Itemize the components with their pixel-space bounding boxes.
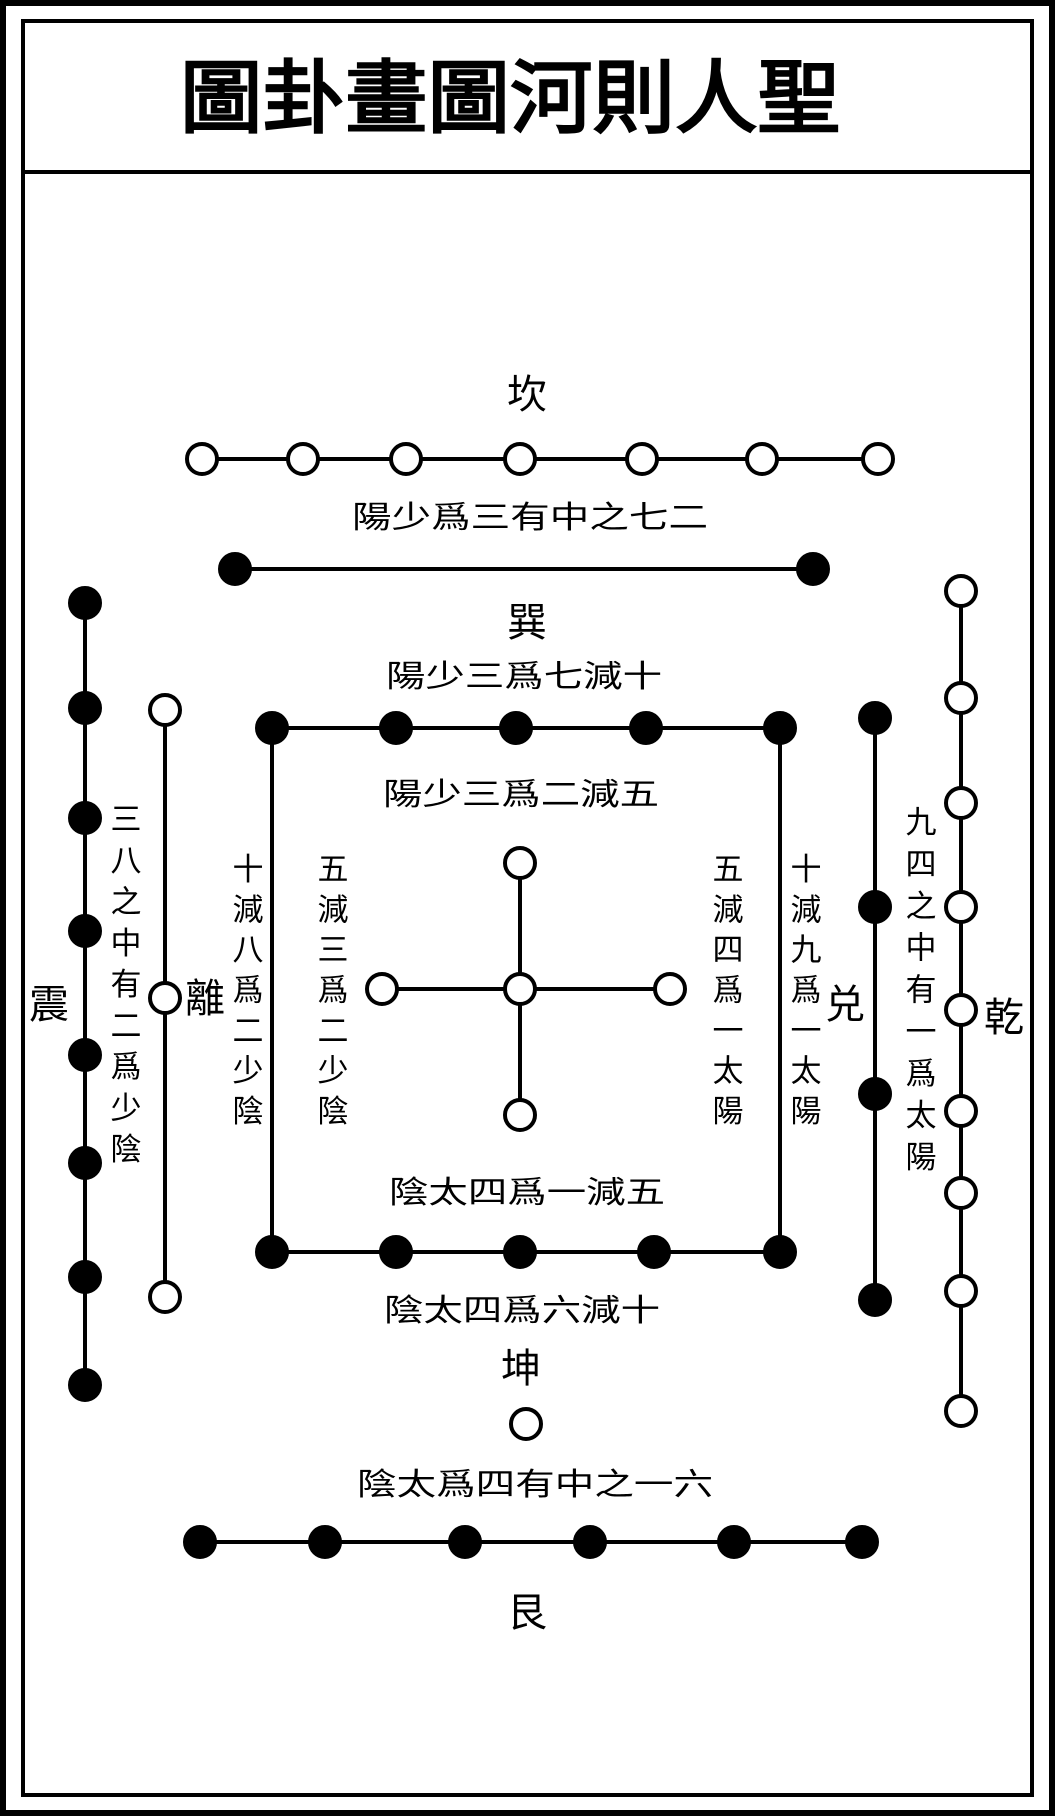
yin-dot — [183, 1525, 217, 1559]
yin-dot — [255, 711, 289, 745]
yang-dot — [503, 1098, 537, 1132]
yang-dot — [148, 693, 182, 727]
yang-dot — [653, 972, 687, 1006]
yin-dot — [68, 1368, 102, 1402]
xun-note: 陽少三爲七減十 — [386, 659, 662, 695]
dot-layer — [68, 442, 978, 1559]
yang-dot — [389, 442, 423, 476]
yin-dot — [499, 711, 533, 745]
yang-dot — [944, 574, 978, 608]
gen-note: 陰太爲四有中之一六 — [357, 1467, 713, 1503]
yang-dot — [503, 972, 537, 1006]
yin-dot — [218, 552, 252, 586]
inner-top-note: 陽少三爲二減五 — [383, 777, 659, 813]
trigram-xun: 巽 — [507, 600, 547, 646]
yin-dot — [379, 711, 413, 745]
yin-dot — [308, 1525, 342, 1559]
yin-dot — [448, 1525, 482, 1559]
yin-dot — [845, 1525, 879, 1559]
yang-dot — [944, 786, 978, 820]
yin-dot — [637, 1235, 671, 1269]
inner-left-note: 五減三爲二少陰 — [318, 852, 349, 1130]
yin-dot — [796, 552, 830, 586]
yang-dot — [944, 1176, 978, 1210]
kan-note: 陽少爲三有中之七二 — [352, 500, 708, 536]
yin-dot — [573, 1525, 607, 1559]
yang-dot — [185, 442, 219, 476]
yin-dot — [68, 1146, 102, 1180]
li-note: 十減八爲二少陰 — [233, 852, 264, 1130]
dui-note: 十減九爲一太陽 — [791, 852, 822, 1130]
trigram-qian: 乾 — [984, 995, 1024, 1041]
yin-dot — [629, 711, 663, 745]
inner-bottom-note: 陰太四爲一減五 — [389, 1175, 665, 1211]
yin-dot — [68, 1260, 102, 1294]
inner-right-note: 五減四爲一太陽 — [713, 852, 744, 1130]
yin-dot — [763, 1235, 797, 1269]
yin-dot — [858, 1283, 892, 1317]
yang-dot — [944, 1094, 978, 1128]
yin-dot — [379, 1235, 413, 1269]
yang-dot — [509, 1407, 543, 1441]
yin-dot — [858, 701, 892, 735]
trigram-gen: 艮 — [507, 1590, 547, 1636]
yang-dot — [944, 890, 978, 924]
yang-dot — [503, 442, 537, 476]
trigram-zhen: 震 — [29, 982, 69, 1028]
yang-dot — [861, 442, 895, 476]
yang-dot — [944, 1274, 978, 1308]
trigram-dui: 兑 — [825, 982, 865, 1028]
yang-dot — [148, 1280, 182, 1314]
trigram-li: 離 — [185, 976, 225, 1022]
qian-note: 九四之中有一爲太陽 — [906, 805, 937, 1176]
yang-dot — [944, 681, 978, 715]
yang-dot — [745, 442, 779, 476]
yang-dot — [503, 846, 537, 880]
yang-dot — [944, 993, 978, 1027]
yang-dot — [625, 442, 659, 476]
yin-dot — [68, 801, 102, 835]
trigram-kun: 坤 — [501, 1346, 541, 1392]
yin-dot — [858, 1077, 892, 1111]
yang-dot — [148, 981, 182, 1015]
trigram-kan: 坎 — [507, 372, 547, 418]
yin-dot — [255, 1235, 289, 1269]
zhen-note: 三八之中有二爲少陰 — [111, 802, 142, 1168]
yin-dot — [503, 1235, 537, 1269]
yang-dot — [944, 1394, 978, 1428]
yin-dot — [763, 711, 797, 745]
yin-dot — [68, 691, 102, 725]
yang-dot — [286, 442, 320, 476]
yang-dot — [365, 972, 399, 1006]
kun-note: 陰太四爲六減十 — [384, 1293, 660, 1329]
yin-dot — [68, 586, 102, 620]
yin-dot — [68, 1038, 102, 1072]
yin-dot — [68, 914, 102, 948]
yin-dot — [858, 890, 892, 924]
yin-dot — [717, 1525, 751, 1559]
page-title: 圖卦畫圖河則人聖 — [180, 51, 840, 145]
inner-border — [21, 19, 1034, 1797]
